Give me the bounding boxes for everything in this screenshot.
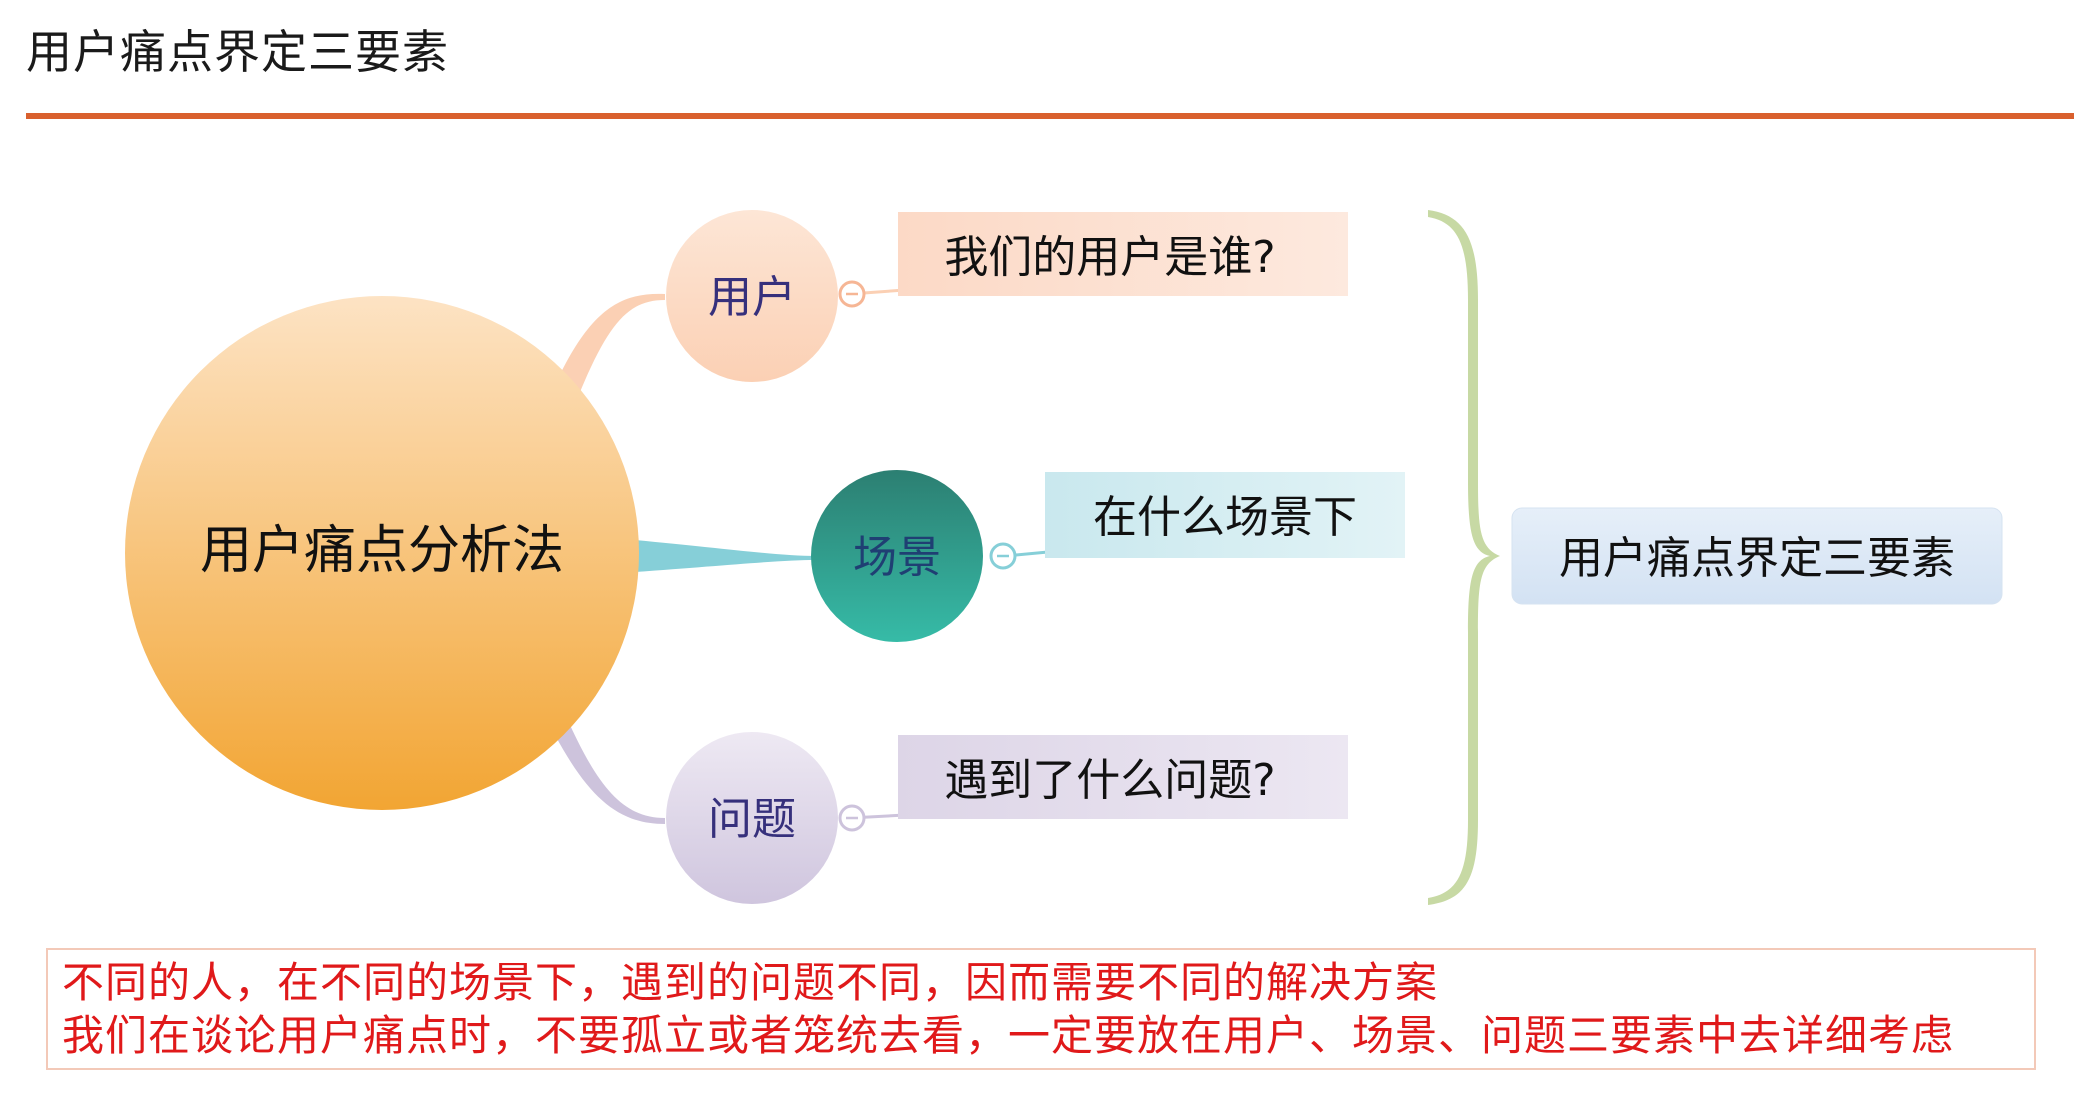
note-line-2: 我们在谈论用户痛点时，不要孤立或者笼统去看，一定要放在用户、场景、问题三要素中去… [62,1011,1955,1060]
question-text-problem: 遇到了什么问题? [944,755,1275,806]
summary-node [1511,507,2003,605]
explanation-note: 不同的人，在不同的场景下，遇到的问题不同，因而需要不同的解决方案 我们在谈论用户… [46,948,2036,1070]
root-node [125,296,639,810]
question-text-user: 我们的用户是谁? [944,232,1275,283]
branch-label-problem: 问题 [708,794,796,845]
branch-connector-user [555,293,665,392]
branch-connector-scene [635,540,815,572]
summary-label: 用户痛点界定三要素 [1559,533,1955,584]
branch-label-user: 用户 [708,272,796,323]
question-box-problem [898,735,1348,819]
question-box-scene [1045,472,1405,558]
note-line-1: 不同的人，在不同的场景下，遇到的问题不同，因而需要不同的解决方案 [62,958,1439,1007]
branch-label-scene: 场景 [853,532,941,583]
branch-node-scene [811,470,983,642]
question-box-user [898,212,1348,296]
title-divider [26,113,2074,119]
page-title: 用户痛点界定三要素 [26,25,449,79]
branch-node-problem [666,732,838,904]
summary-brace [1428,210,1500,905]
branch-connector-problem [555,725,665,824]
root-node-label: 用户痛点分析法 [200,521,564,581]
question-text-scene: 在什么场景下 [1093,492,1357,543]
branch-node-user [666,210,838,382]
